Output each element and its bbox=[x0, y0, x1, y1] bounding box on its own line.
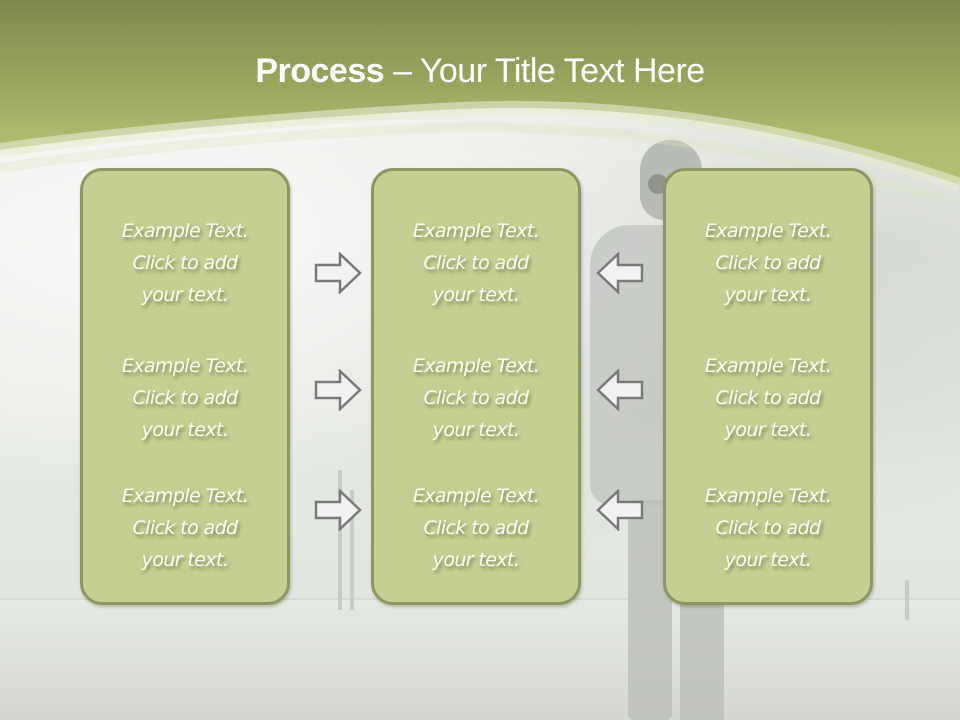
process-box-1[interactable]: Example Text. Click to add your text. Ex… bbox=[80, 168, 290, 605]
arrow-right-icon[interactable] bbox=[314, 489, 362, 531]
ground-background bbox=[0, 600, 960, 720]
text-placeholder[interactable]: Example Text. Click to add your text. bbox=[704, 485, 832, 571]
chimney bbox=[350, 490, 354, 610]
text-placeholder[interactable]: Example Text. Click to add your text. bbox=[121, 355, 249, 441]
text-placeholder[interactable]: Example Text. Click to add your text. bbox=[412, 485, 540, 571]
process-box-3[interactable]: Example Text. Click to add your text. Ex… bbox=[663, 168, 873, 605]
chimney bbox=[338, 470, 342, 610]
arrow-left-icon[interactable] bbox=[596, 489, 644, 531]
text-placeholder[interactable]: Example Text. Click to add your text. bbox=[412, 355, 540, 441]
process-box-2[interactable]: Example Text. Click to add your text. Ex… bbox=[371, 168, 581, 605]
text-placeholder[interactable]: Example Text. Click to add your text. bbox=[704, 220, 832, 306]
title-bold: Process bbox=[255, 52, 385, 90]
arrow-right-icon[interactable] bbox=[314, 252, 362, 294]
arrow-left-icon[interactable] bbox=[596, 252, 644, 294]
text-placeholder[interactable]: Example Text. Click to add your text. bbox=[412, 220, 540, 306]
text-placeholder[interactable]: Example Text. Click to add your text. bbox=[121, 220, 249, 306]
header-band bbox=[0, 0, 960, 200]
title-rest: – Your Title Text Here bbox=[384, 52, 705, 90]
chimney bbox=[905, 580, 909, 620]
text-placeholder[interactable]: Example Text. Click to add your text. bbox=[704, 355, 832, 441]
slide-title[interactable]: Process – Your Title Text Here bbox=[0, 52, 960, 91]
arrow-left-icon[interactable] bbox=[596, 369, 644, 411]
text-placeholder[interactable]: Example Text. Click to add your text. bbox=[121, 485, 249, 571]
arrow-right-icon[interactable] bbox=[314, 369, 362, 411]
